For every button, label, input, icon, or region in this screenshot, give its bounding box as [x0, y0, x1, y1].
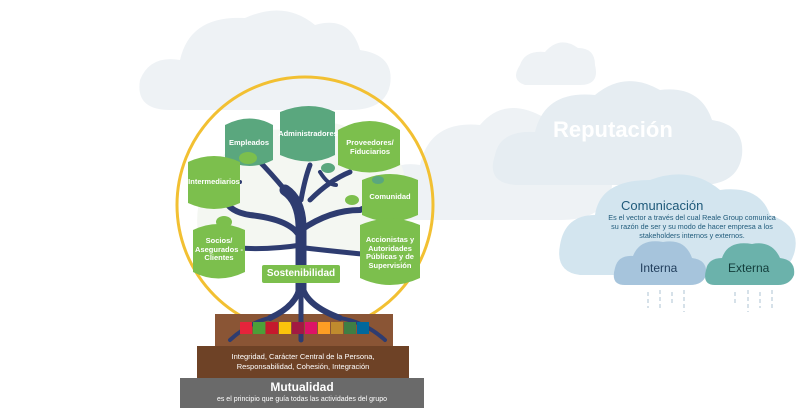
leaf-socios — [193, 224, 245, 279]
leaf-proveedores — [338, 121, 400, 173]
leaf-comunidad — [362, 174, 418, 222]
mutuality-tier — [180, 378, 424, 408]
cloud-top-left — [139, 10, 391, 110]
cloud-small-top — [516, 42, 596, 85]
communication-internal-label: Interna — [640, 261, 678, 275]
leaf-label-proveedores: Proveedores/ Fiduciarios — [346, 138, 394, 156]
sdg-icons-row — [240, 322, 369, 334]
sdg-13-icon — [344, 322, 356, 334]
sdg-12-icon — [331, 322, 343, 334]
reputation-title: Reputación — [553, 117, 673, 142]
sdg-3-icon — [253, 322, 265, 334]
leaf-label-comunidad: Comunidad — [369, 192, 411, 201]
communication-description: Es el vector a través del cual Reale Gro… — [608, 213, 776, 240]
sdg-10-icon — [305, 322, 317, 334]
mutuality-title: Mutualidad — [270, 380, 334, 394]
reputation-cloud — [492, 81, 743, 185]
leaf-intermediarios — [188, 156, 240, 209]
leaf-label-intermediarios: Intermediarios — [188, 177, 240, 186]
values-tier — [197, 346, 409, 378]
leaf-label-accionistas: Accionistas y Autoridades Públicas y de … — [365, 235, 415, 270]
sdg-7-icon — [279, 322, 291, 334]
sustainability-banner — [262, 265, 340, 283]
communication-external-label: Externa — [728, 261, 770, 275]
mutuality-subtitle: es el principio que guía todas las activ… — [216, 396, 388, 403]
leaf-label-empleados: Empleados — [228, 138, 269, 147]
leaf-label-socios: Socios/ Asegurados - Clientes — [195, 236, 243, 262]
leaf-administradores — [280, 106, 335, 162]
sdg-8-icon — [292, 322, 304, 334]
values-text: Integridad, Carácter Central de la Perso… — [231, 352, 375, 371]
leaf-accionistas — [360, 218, 420, 285]
sdg-4-icon — [266, 322, 278, 334]
leaf-empleados — [225, 118, 273, 166]
sdg-11-icon — [318, 322, 330, 334]
communication-title: Comunicación — [621, 198, 704, 213]
rain-lines — [647, 290, 773, 312]
small-leaves — [216, 152, 384, 228]
externa-cloud — [705, 243, 795, 285]
interna-cloud — [613, 241, 707, 285]
leaf-label-administradores: Administradores — [278, 129, 338, 138]
sdg-1-icon — [240, 322, 252, 334]
sdg-16-icon — [357, 322, 369, 334]
sustainability-label: Sostenibilidad — [266, 268, 336, 279]
